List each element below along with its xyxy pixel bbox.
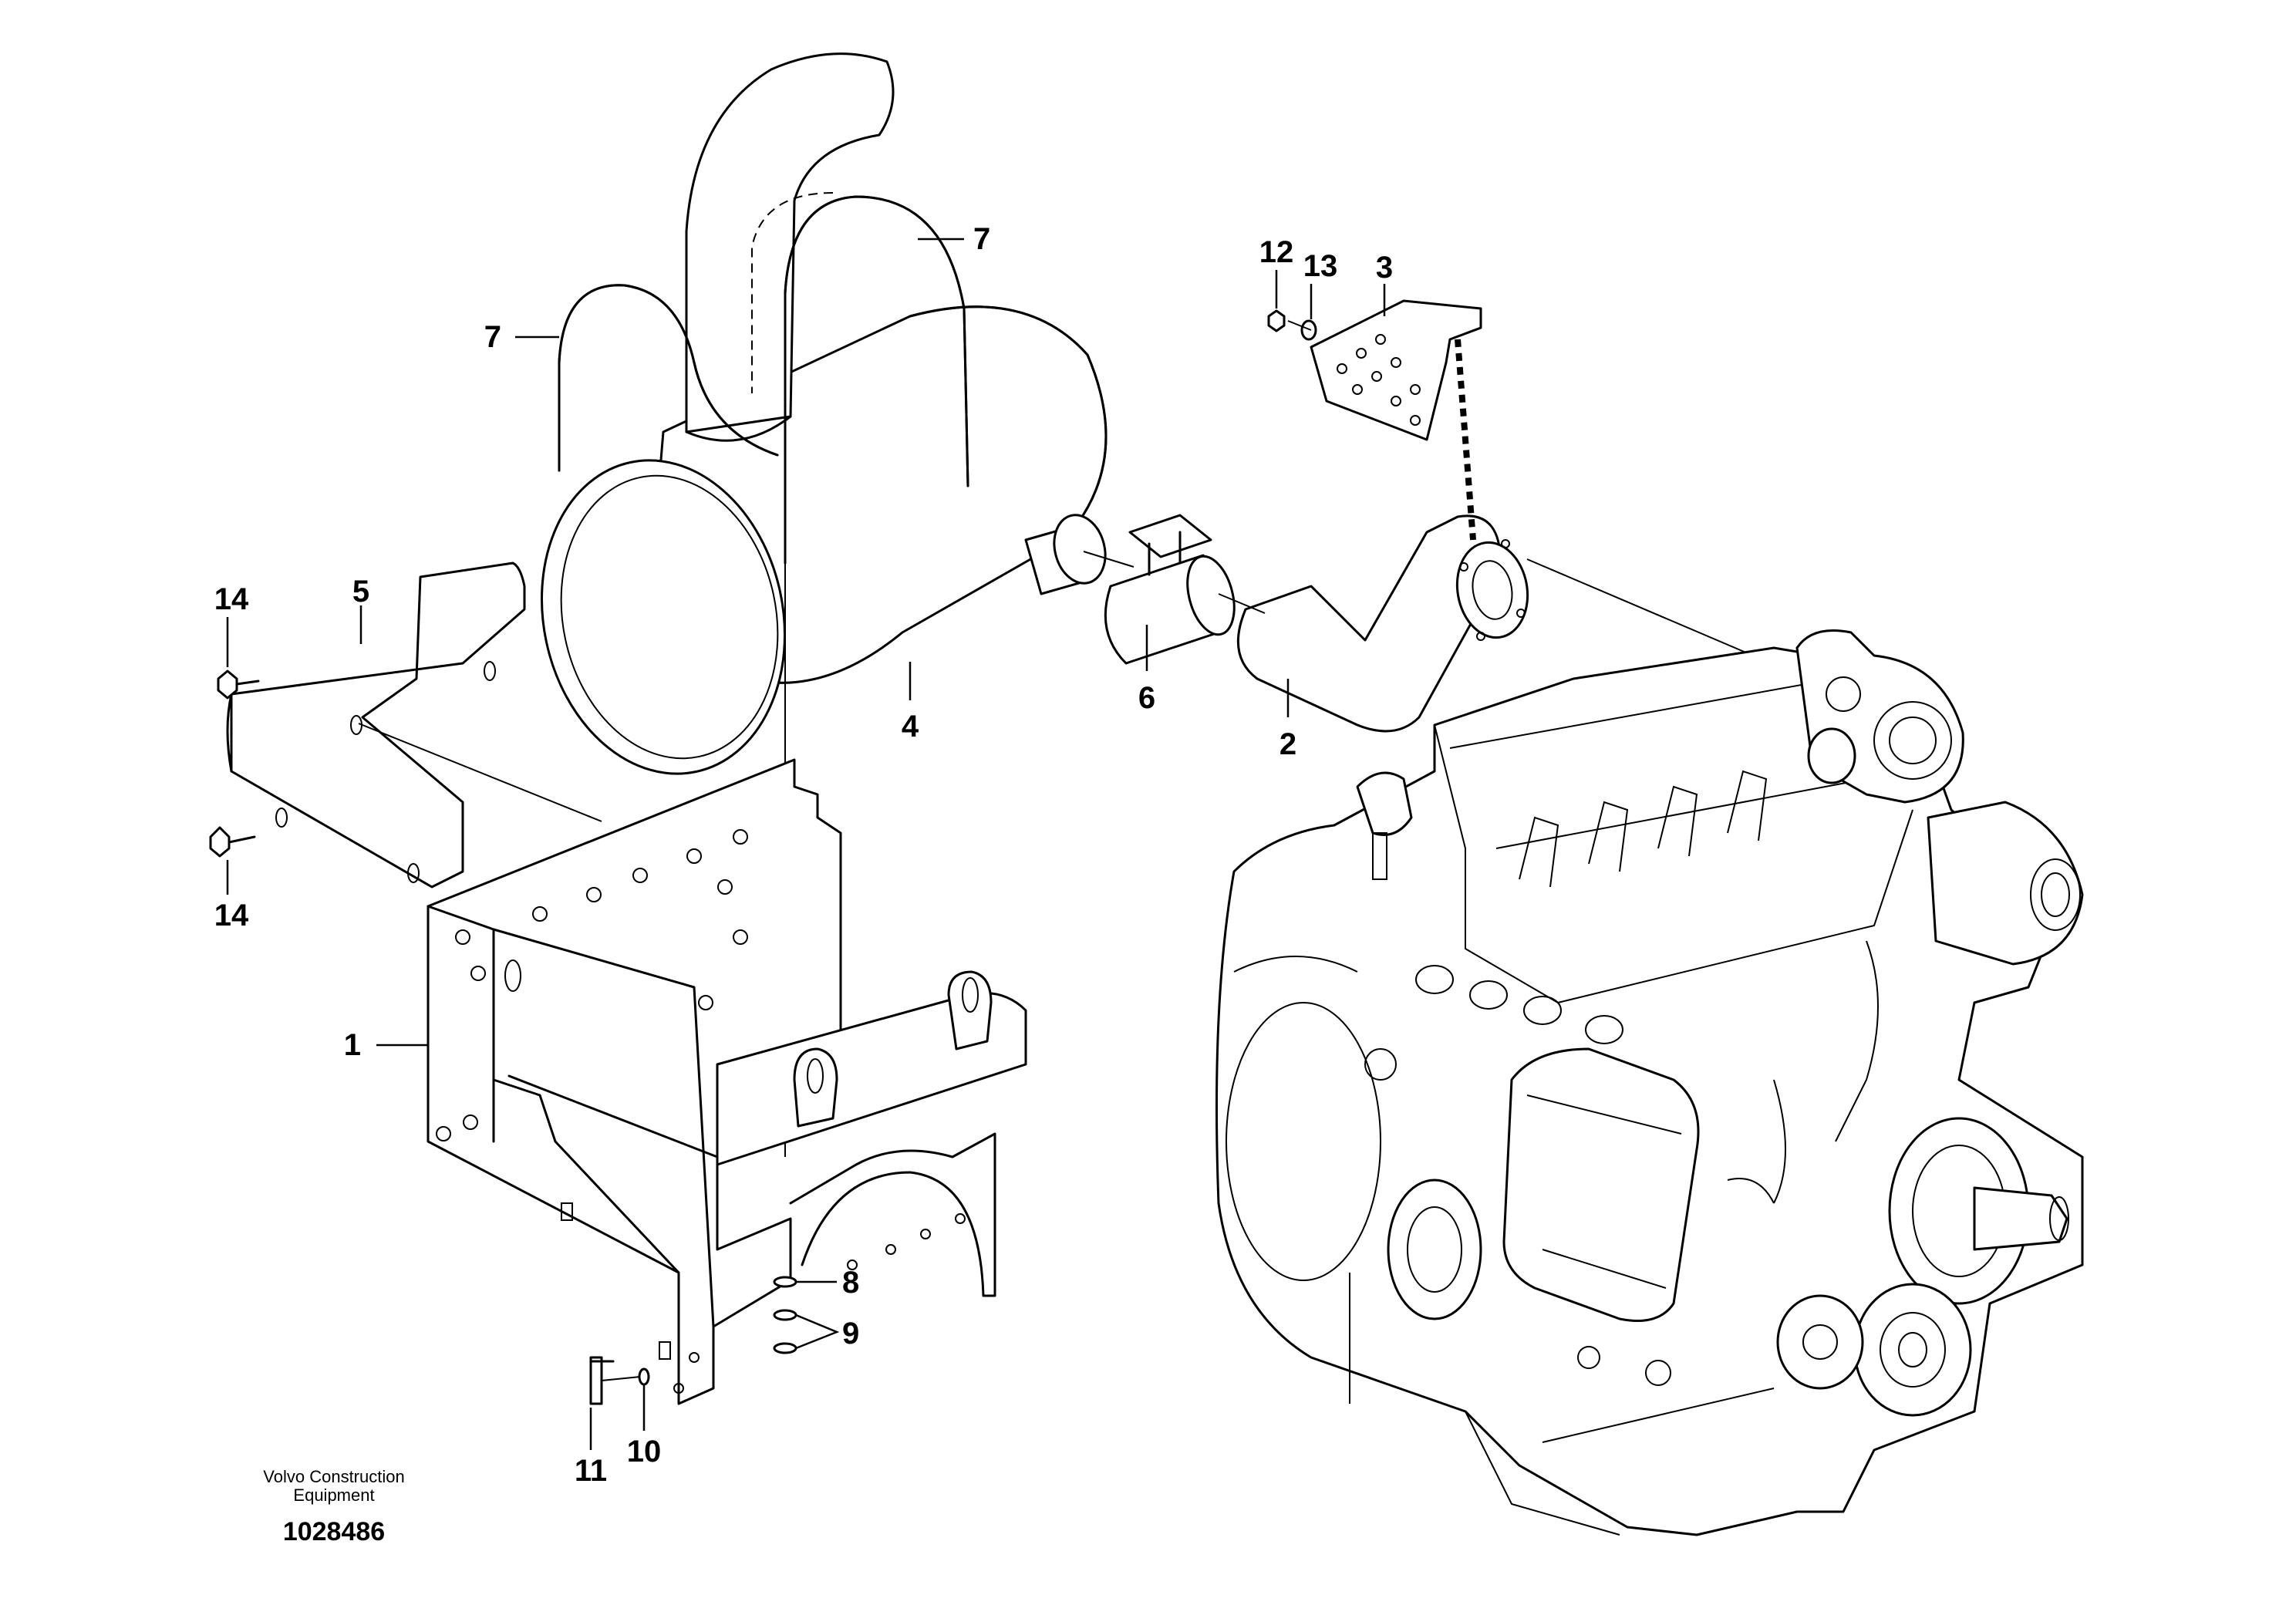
clamp-part-6: [1104, 514, 1236, 665]
leader-lines: [226, 238, 1386, 1450]
credit-line-1: Volvo Construction: [263, 1467, 404, 1486]
exhaust-pipe-part-2: [1236, 514, 1529, 733]
mounting-frame-part-1: [426, 758, 1027, 1405]
footer: Volvo Construction Equipment 1028486: [263, 1467, 404, 1546]
document-number: 1028486: [283, 1517, 385, 1546]
screw-part-14-top: [217, 669, 260, 700]
callout-7-left: 7: [484, 320, 501, 354]
washer-part-8: [773, 1276, 797, 1288]
callout-9: 9: [842, 1317, 859, 1351]
callout-3: 3: [1376, 251, 1393, 285]
callout-10: 10: [627, 1435, 662, 1469]
nut-part-9: [773, 1309, 797, 1354]
washer-part-10: [638, 1367, 650, 1386]
callout-7-right: 7: [973, 222, 990, 256]
u-bolt-part-7-left: [558, 284, 779, 472]
callout-6: 6: [1138, 681, 1155, 715]
callout-13: 13: [1303, 249, 1338, 283]
nut-part-12: [1267, 309, 1286, 332]
callout-14-bottom: 14: [214, 899, 249, 932]
engine-assembly: [1215, 629, 2084, 1536]
tail-pipe: [685, 52, 895, 442]
callout-4: 4: [902, 710, 919, 744]
credit-line-2: Equipment: [293, 1485, 374, 1505]
muffler-part-4: [541, 305, 1108, 775]
bracket-part-5: [226, 561, 526, 889]
callout-1: 1: [344, 1028, 361, 1062]
washer-part-13: [1300, 319, 1317, 341]
callout-12: 12: [1259, 235, 1294, 269]
heat-shield-part-3: [1310, 299, 1482, 541]
callout-5: 5: [352, 575, 369, 609]
callout-2: 2: [1279, 727, 1296, 761]
screw-part-14-bottom: [209, 826, 256, 858]
callout-labels: 1 2 3 4 5 6 7 7 8 9 10 11 12 13 14 14: [214, 222, 1393, 1488]
callout-14-top: 14: [214, 582, 249, 616]
callout-8: 8: [842, 1266, 859, 1300]
callout-11: 11: [575, 1454, 607, 1488]
